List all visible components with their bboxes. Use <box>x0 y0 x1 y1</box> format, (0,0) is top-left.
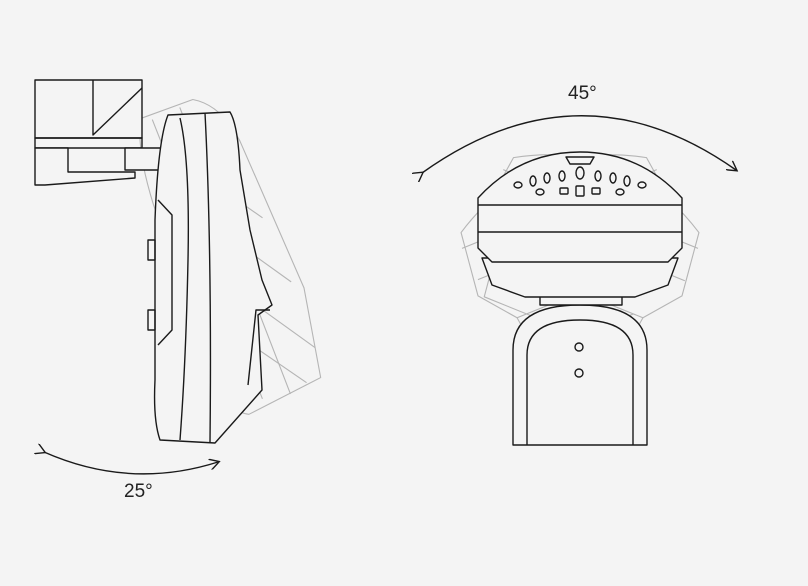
top-button <box>565 156 595 165</box>
swivel-angle-label: 45° <box>568 83 597 104</box>
front-view <box>422 115 736 446</box>
front-view-device <box>477 151 683 298</box>
tilt-arc-arrow <box>44 452 218 475</box>
screw-hole <box>574 342 584 352</box>
wall-mount-arm <box>34 79 168 186</box>
screw-hole <box>574 368 584 378</box>
swivel-arc-arrow <box>422 115 736 173</box>
tilt-angle-label: 25° <box>124 481 153 502</box>
side-view <box>34 79 322 475</box>
side-view-device <box>147 111 273 444</box>
